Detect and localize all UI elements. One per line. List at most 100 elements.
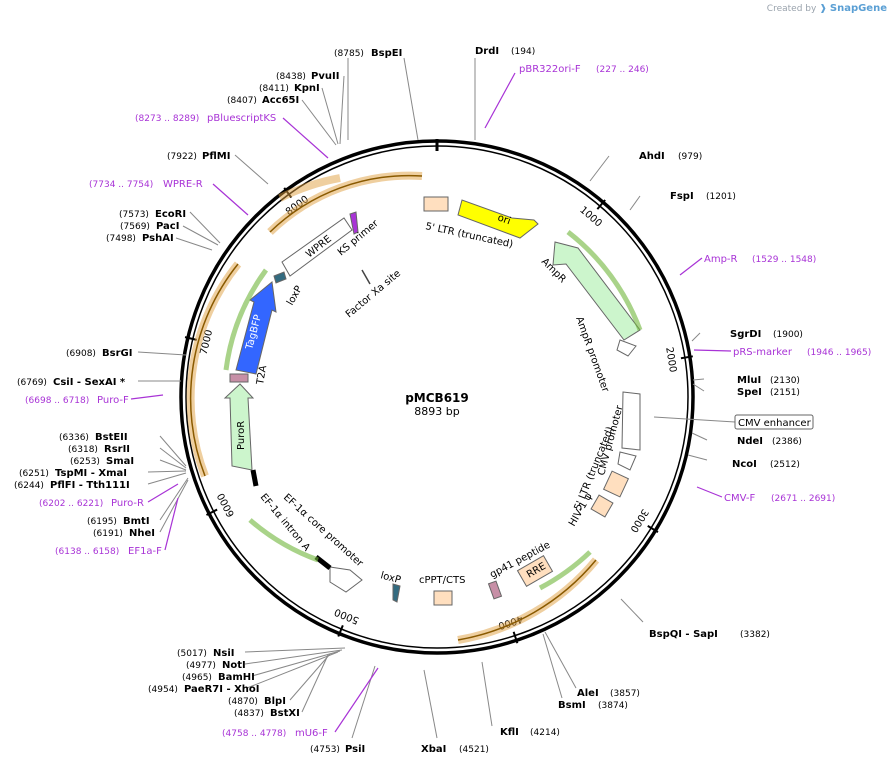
site-name-bmti: BmtI — [123, 516, 150, 527]
primer-range-pbluescriptks: (8273 .. 8289) — [135, 114, 199, 124]
scale-tick-6000 — [206, 508, 218, 516]
loxp-upper-icon — [273, 271, 287, 284]
site-pos-tspmi: (6251) — [19, 469, 49, 479]
orf-arc-green-right — [566, 230, 643, 331]
snapgene-logo-text: SnapGene — [829, 3, 887, 14]
site-pos-smai: (6253) — [70, 457, 100, 467]
primer-range-cmv-f: (2671 .. 2691) — [771, 494, 835, 504]
ampr-promoter-arrow — [616, 339, 637, 357]
feature-label-factor-xa: Factor Xa site — [344, 268, 403, 320]
site-pos-acc65i: (8407) — [227, 96, 257, 106]
site-name-noti: NotI — [222, 660, 246, 671]
snapgene-logo-icon: ❱ — [819, 3, 827, 14]
site-pos-spei: (2151) — [770, 388, 800, 398]
feature-label-loxp-lower: loxP — [379, 570, 402, 586]
site-pos-bamhi: (4965) — [182, 673, 212, 683]
site-name-bamhi: BamHI — [218, 672, 255, 683]
site-name-paci: PacI — [156, 221, 179, 232]
primer-name-prs-marker: pRS-marker — [733, 347, 793, 358]
scale-tick-4000 — [512, 631, 519, 644]
plasmid-length: 8893 bp — [414, 405, 459, 418]
site-pos-bsrgi: (6908) — [66, 349, 96, 359]
feature-label-5ltr-bottom: 5' LTR (truncated) — [573, 425, 617, 512]
cmv-enhancer-box — [621, 391, 641, 451]
site-pos-ahdi: (979) — [678, 152, 702, 162]
site-name-bstxi: BstXI — [270, 708, 300, 719]
scale-tick-2000 — [680, 355, 693, 360]
primer-range-pbr322ori: (227 .. 246) — [596, 65, 649, 75]
ltr-truncated-box-top — [423, 196, 449, 212]
primer-range-ef1a-f: (6138 .. 6158) — [55, 547, 119, 557]
primer-name-puro-f: Puro-F — [97, 395, 129, 406]
site-pos-csii: (6769) — [17, 378, 47, 388]
primer-name-cmv-f: CMV-F — [724, 493, 755, 504]
scale-tick-3000 — [647, 524, 659, 533]
site-pos-sgrdi: (1900) — [773, 330, 803, 340]
site-name-bsmi: BsmI — [558, 700, 586, 711]
ori-arrow — [457, 199, 539, 239]
site-pos-bstxi: (4837) — [234, 709, 264, 719]
site-name-kfli: KflI — [500, 727, 519, 738]
primer-range-mu6-f: (4758 .. 4778) — [222, 729, 286, 739]
site-pos-noti: (4977) — [186, 661, 216, 671]
scale-tick-label-1000: 1000 — [577, 205, 604, 230]
primer-name-mu6-f: mU6-F — [295, 728, 328, 739]
site-name-acc65i: Acc65I — [262, 95, 299, 106]
site-pos-bspei: (8785) — [334, 49, 364, 59]
snapgene-credit: Created by ❱ SnapGene — [767, 3, 887, 14]
puror-end-line — [250, 469, 259, 487]
scale-tick-label-5000: 5000 — [333, 606, 361, 626]
site-name-tspmi: TspMI - XmaI — [55, 468, 127, 479]
wpre-arrow — [281, 217, 353, 277]
feature-label-loxp-upper: loxP — [285, 284, 305, 307]
site-name-pshai: PshAI — [142, 233, 174, 244]
primer-name-pbr322ori: pBR322ori-F — [519, 64, 581, 75]
site-name-ncoi: NcoI — [732, 459, 757, 470]
primer-range-puro-f: (6698 .. 6718) — [25, 396, 89, 406]
site-name-nsii: NsiI — [213, 648, 234, 659]
site-pos-paci: (7569) — [120, 222, 150, 232]
orf-arc-green-bottom — [248, 518, 319, 563]
feature-label-ampr-promoter: AmpR promoter — [573, 315, 611, 394]
orf-arc-upper — [278, 174, 341, 202]
feature-label-t2a: T2A — [255, 364, 269, 386]
primer-range-puro-r: (6202 .. 6221) — [39, 499, 103, 509]
factor-xa-line — [361, 269, 371, 285]
site-pos-bsmi: (3874) — [598, 701, 628, 711]
site-name-ahdi: AhdI — [639, 151, 665, 162]
site-name-bsrgi: BsrGI — [102, 348, 132, 359]
primer-range-wpre-r: (7734 .. 7754) — [89, 180, 153, 190]
site-name-nhei: NheI — [129, 528, 155, 539]
scale-tick-label-6000: 6000 — [216, 491, 237, 519]
tagbfp-arrow — [235, 281, 277, 375]
site-name-psii: PsiI — [345, 744, 365, 755]
site-pos-nhei: (6191) — [93, 529, 123, 539]
site-name-alei: AleI — [577, 688, 599, 699]
site-pos-bsteii: (6336) — [59, 433, 89, 443]
site-name-csii: CsiI - SexAI * — [53, 377, 126, 388]
site-pos-drdi: (194) — [511, 47, 535, 57]
scale-tick-label-2000: 2000 — [663, 346, 678, 373]
site-name-spei: SpeI — [737, 387, 762, 398]
scale-tick-label-3000: 3000 — [627, 507, 650, 534]
site-pos-nsii: (5017) — [177, 649, 207, 659]
ef1a-core-promoter-arrow — [329, 566, 363, 593]
site-pos-bmti: (6195) — [87, 517, 117, 527]
site-name-pvuii: PvuII — [311, 71, 339, 82]
loxp-lower-icon — [392, 583, 401, 603]
feature-label-puror: PuroR — [236, 421, 247, 450]
orf-arc-green-left — [223, 268, 269, 371]
orf-arc-green-br — [538, 550, 592, 591]
site-pos-kpni: (8411) — [259, 84, 289, 94]
site-pos-pvuii: (8438) — [276, 72, 306, 82]
rre-box — [516, 555, 554, 587]
site-pos-ncoi: (2512) — [770, 460, 800, 470]
primer-name-ef1a-f: EF1a-F — [128, 546, 162, 557]
site-name-bspei: BspEI — [371, 48, 402, 59]
site-name-rsrii: RsrII — [104, 444, 130, 455]
site-pos-rsrii: (6318) — [68, 445, 98, 455]
scale-tick-1000 — [596, 199, 606, 210]
site-name-ecori: EcoRI — [155, 209, 186, 220]
site-pos-ecori: (7573) — [119, 210, 149, 220]
